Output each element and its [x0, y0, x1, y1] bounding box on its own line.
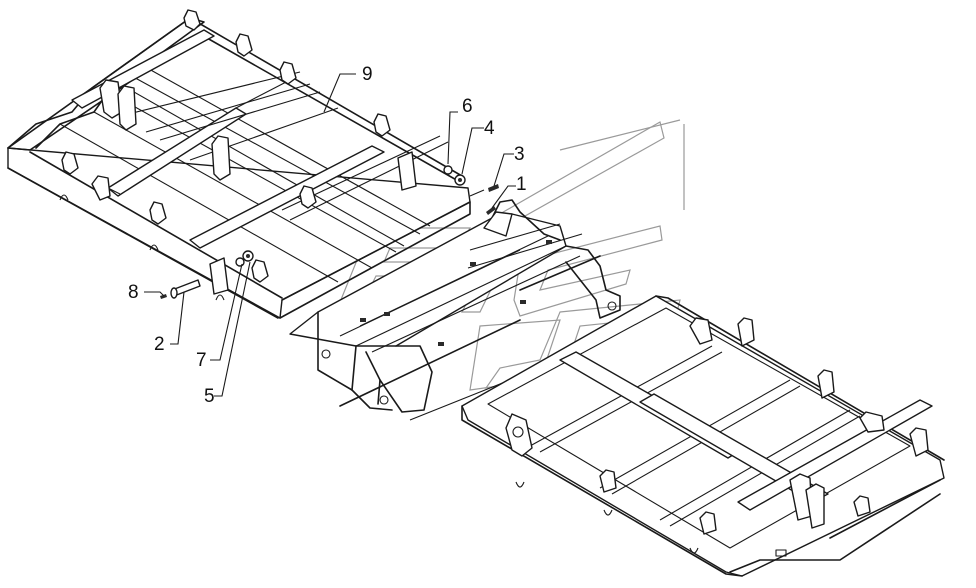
leader-6 [447, 111, 458, 165]
leader-9 [323, 73, 356, 113]
center-hitch [289, 199, 621, 421]
nuts-part-5-7 [235, 250, 254, 267]
callout-4: 4 [484, 118, 495, 139]
callout-5: 5 [204, 386, 215, 407]
callout-6: 6 [462, 96, 473, 117]
leader-4 [461, 127, 484, 175]
cotter-pin-part-8 [160, 294, 167, 299]
callout-9: 9 [362, 64, 373, 85]
leader-5 [214, 261, 251, 397]
callout-3: 3 [514, 144, 525, 165]
callout-7: 7 [196, 350, 207, 371]
left-frame [7, 9, 471, 319]
bolt-part-3 [469, 184, 499, 197]
callout-1: 1 [516, 174, 527, 195]
bolt-part-1 [486, 206, 496, 215]
callout-8: 8 [128, 282, 139, 303]
leader-2 [170, 291, 185, 345]
leader-8 [144, 291, 165, 297]
leader-3 [493, 153, 514, 187]
leader-1 [491, 185, 516, 209]
right-frame [461, 295, 945, 577]
nut-part-4 [454, 174, 466, 186]
callout-2: 2 [154, 334, 165, 355]
callout-labels: 9 6 4 3 1 8 2 7 5 [128, 64, 527, 407]
leader-7 [210, 263, 243, 361]
leader-lines [144, 73, 516, 397]
pin-part-2 [170, 279, 201, 299]
washer-part-6 [443, 165, 453, 175]
frame-lugs [61, 9, 417, 295]
hardware [160, 165, 499, 299]
